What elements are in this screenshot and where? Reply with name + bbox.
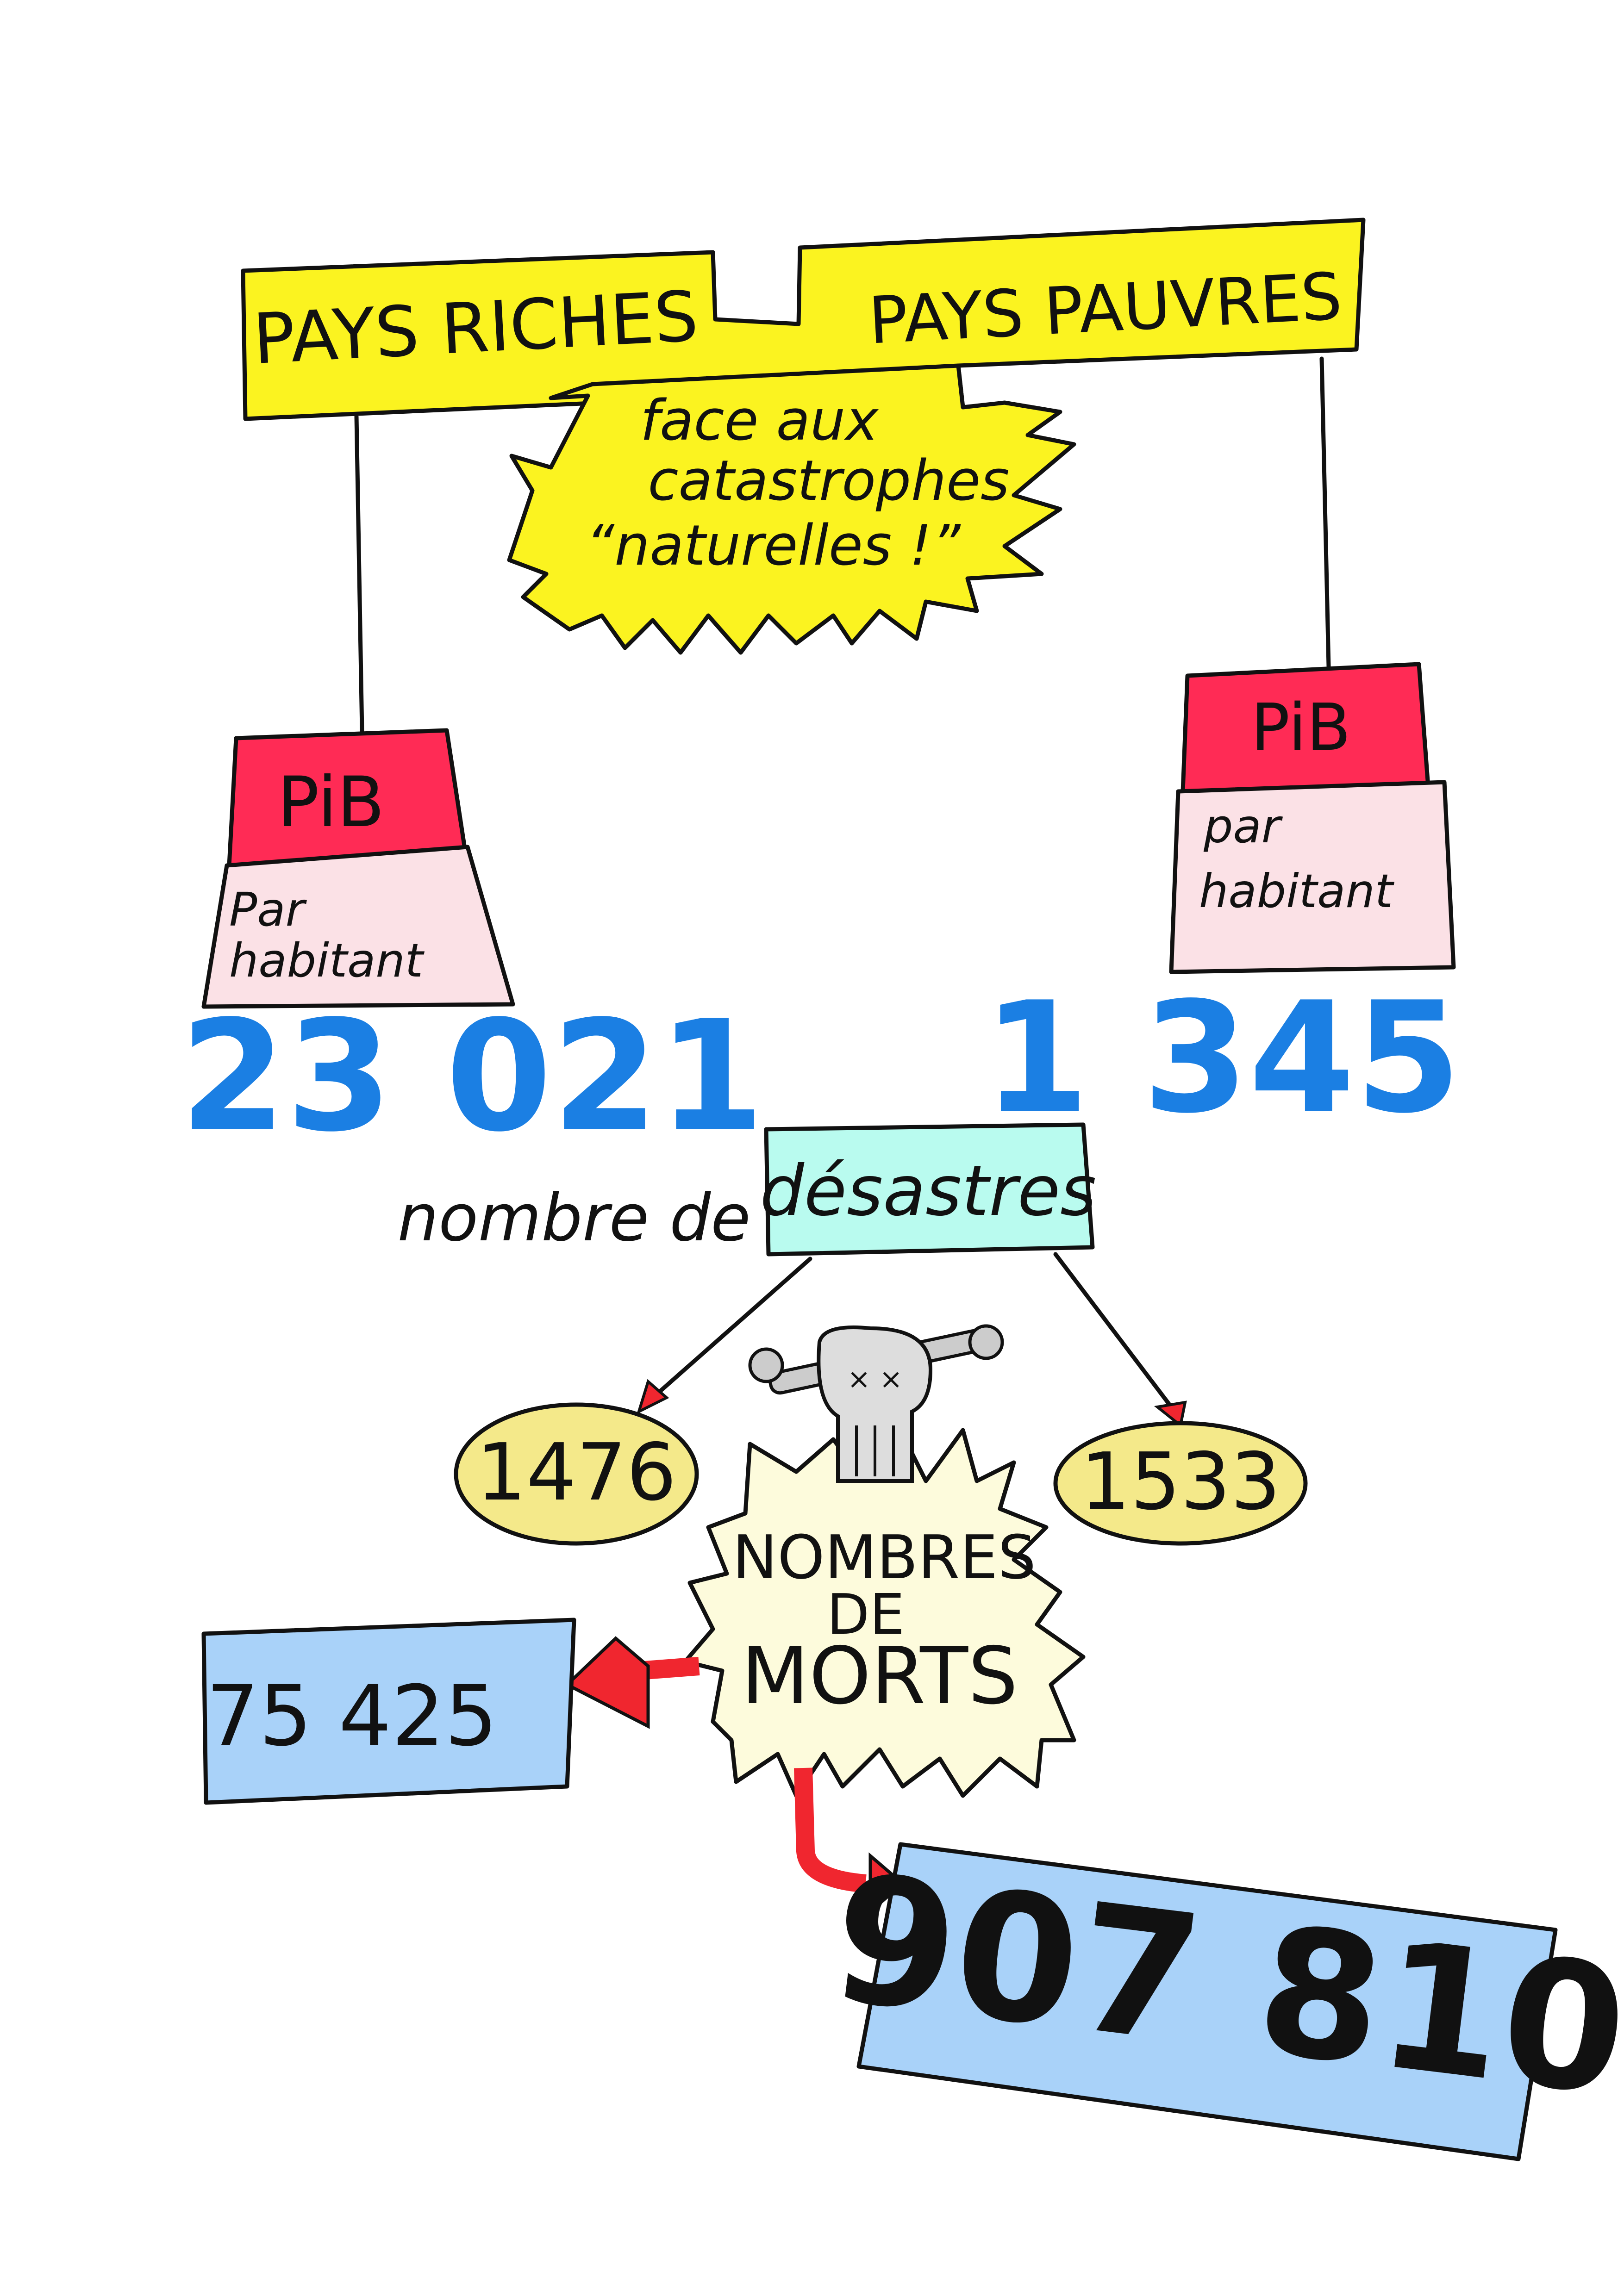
arrowhead-poor-disasters xyxy=(1154,1400,1187,1428)
deaths-label-line-1: NOMBRES xyxy=(732,1522,1036,1593)
disasters-box xyxy=(764,1122,1095,1257)
title-banner xyxy=(241,218,1366,421)
right-connector-line xyxy=(1319,356,1331,669)
poor-per-capita-line-1: par xyxy=(1203,799,1283,853)
arrowhead-rich-disasters xyxy=(637,1379,669,1414)
poor-deaths-box xyxy=(856,1842,1558,2161)
arrow-to-poor-deaths xyxy=(794,1767,867,1893)
poor-disasters-value: 1533 xyxy=(1081,1436,1281,1528)
arrow-to-rich-disasters xyxy=(650,1257,812,1400)
poor-gdp-value: 1 345 xyxy=(983,969,1461,1147)
disasters-prefix: nombre de xyxy=(398,1181,751,1256)
subtitle-line-1: face aux xyxy=(640,389,879,453)
rich-per-capita-line-2: habitant xyxy=(229,933,425,988)
left-connector-line xyxy=(354,414,364,734)
poor-per-capita-line-2: habitant xyxy=(1199,864,1395,918)
disasters-boxed-label: désastres xyxy=(760,1151,1097,1232)
rich-deaths-value: 75 425 xyxy=(206,1668,498,1765)
rich-disasters-value: 1476 xyxy=(476,1427,677,1518)
subtitle-line-3: “naturelles !” xyxy=(586,514,961,578)
rich-deaths-box xyxy=(201,1618,576,1805)
arrow-to-poor-disasters xyxy=(1053,1252,1174,1409)
poor-pib-label: PiB xyxy=(1251,690,1351,765)
poor-per-capita-box xyxy=(1169,780,1456,974)
deaths-label-line-3: MORTS xyxy=(741,1630,1018,1722)
rich-per-capita-box xyxy=(201,845,515,1009)
subtitle-line-2: catastrophes xyxy=(648,449,1010,513)
subtitle-starburst xyxy=(507,363,1076,655)
rich-pib-label: PiB xyxy=(277,762,385,843)
rich-disasters-ellipse xyxy=(454,1402,699,1546)
poor-disasters-ellipse xyxy=(1053,1421,1308,1546)
svg-text:× ×: × × xyxy=(847,1363,903,1395)
rich-per-capita-line-1: Par xyxy=(229,883,307,937)
rich-gdp-value: 23 021 xyxy=(180,988,765,1165)
deaths-label-line-2: DE xyxy=(827,1583,905,1647)
arrowhead-poor-deaths xyxy=(868,1852,906,1915)
skull-crossbones-icon: × × xyxy=(748,1324,1004,1483)
arrowhead-rich-deaths xyxy=(564,1636,650,1729)
